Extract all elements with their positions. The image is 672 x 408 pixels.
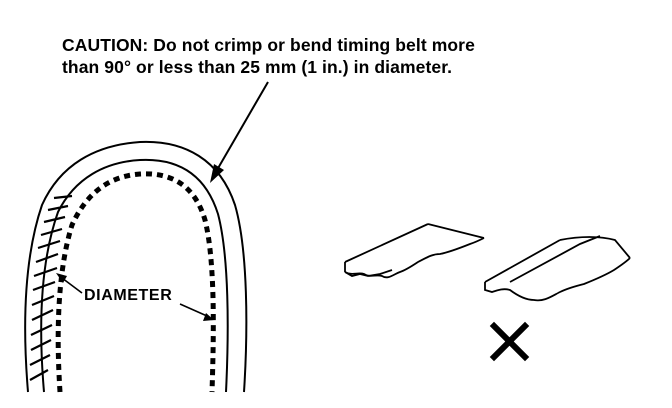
belt-back-edge (40, 158, 229, 393)
caution-arrow (210, 81, 269, 183)
diameter-arrows (56, 273, 214, 321)
caution-line-2: than 90° or less than 25 mm (1 in.) in d… (62, 57, 453, 77)
caution-text: CAUTION: Do not crimp or bend timing bel… (62, 34, 622, 78)
belt-outer-edge (24, 140, 248, 393)
caution-line-1: CAUTION: Do not crimp or bend timing bel… (62, 35, 475, 55)
belt-twist-texture (29, 194, 73, 381)
belt-segment-bent (484, 235, 631, 302)
belt-segment-correct (344, 223, 485, 279)
x-mark-icon (489, 321, 530, 362)
bent-belt-illustration (24, 140, 248, 393)
diameter-label: DIAMETER (84, 287, 173, 304)
belt-teeth-edge (55, 171, 216, 393)
